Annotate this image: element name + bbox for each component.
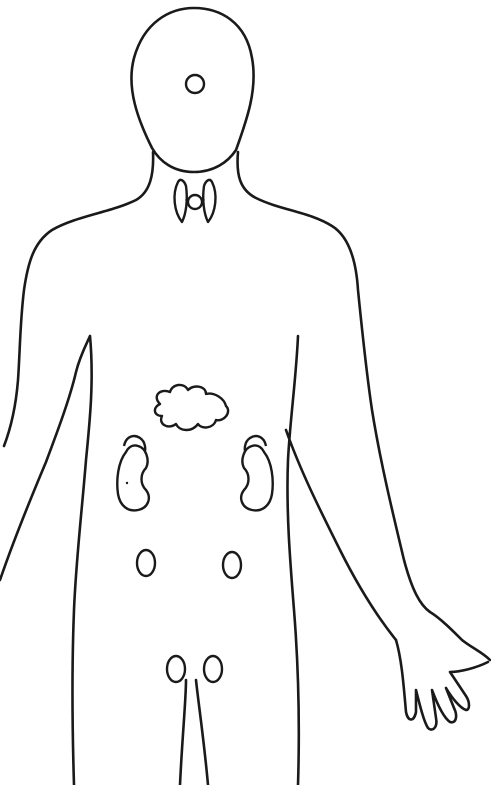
pancreas [155, 385, 228, 430]
kidney-right [241, 436, 273, 510]
kidney-left [117, 436, 149, 510]
hand-outline [396, 640, 488, 730]
inner-leg-right [196, 680, 208, 785]
testis-right [204, 656, 222, 682]
ovary-left [137, 550, 155, 576]
body-outline-right [238, 152, 490, 785]
testis-left [167, 656, 185, 682]
pituitary-gland [186, 75, 204, 93]
inner-leg-left [180, 680, 186, 785]
ovary-right [223, 552, 241, 578]
parathyroid-gland [188, 195, 202, 209]
